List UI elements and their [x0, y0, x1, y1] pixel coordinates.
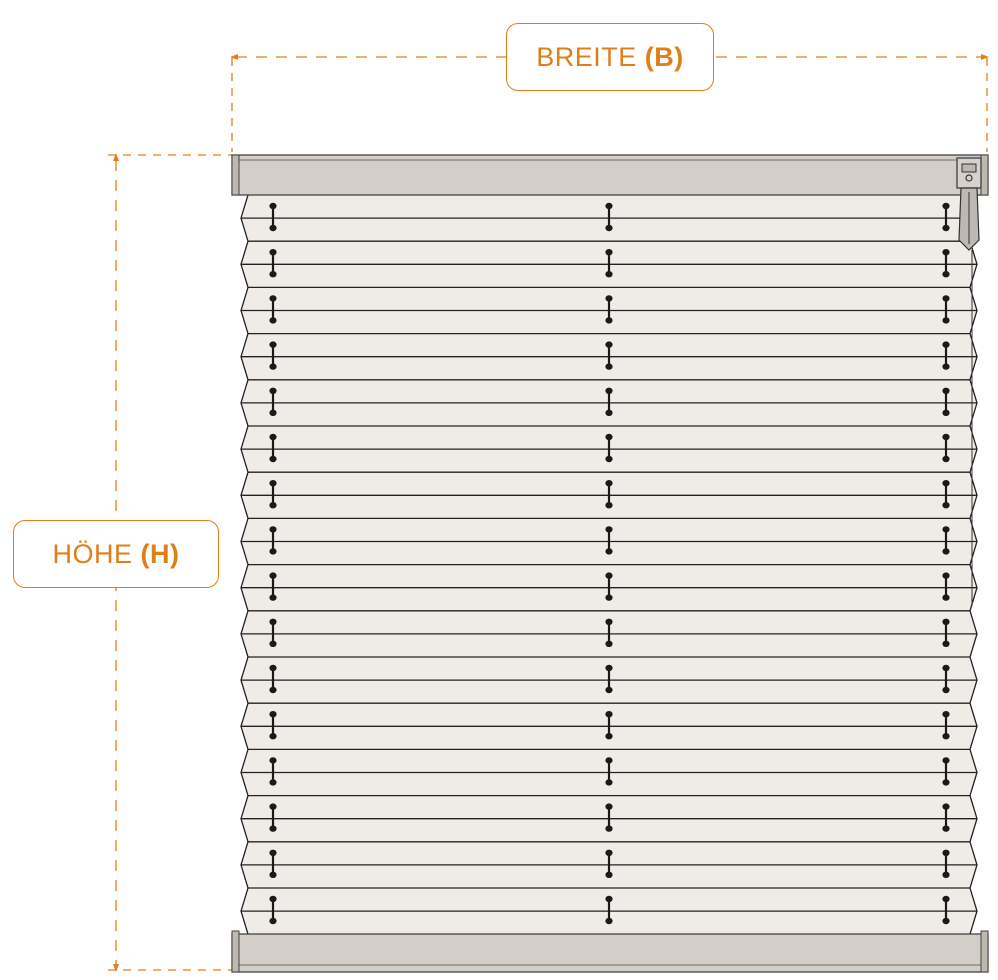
cord-ladder	[605, 387, 613, 416]
bottom-rail	[231, 930, 989, 973]
cord-ladder	[942, 895, 950, 925]
cord-ladder	[269, 526, 277, 555]
cord-ladder	[942, 618, 950, 647]
top-rail	[231, 154, 989, 196]
height-label-text: HÖHE	[52, 538, 133, 569]
cord-ladder	[269, 618, 277, 647]
cord-ladders	[269, 202, 950, 925]
cord-ladder	[942, 433, 950, 463]
cord-ladder	[269, 295, 277, 324]
cord-ladder	[605, 849, 613, 878]
cord-ladder	[942, 202, 950, 232]
cord-ladder	[605, 295, 613, 324]
cord-ladder	[942, 757, 950, 786]
cord-ladder	[605, 526, 613, 555]
cord-ladder	[269, 711, 277, 740]
cord-ladder	[269, 202, 277, 232]
cord-ladder	[605, 757, 613, 786]
fabric-right-edge	[969, 194, 978, 935]
width-arrow-left	[230, 54, 238, 60]
height-label: HÖHE (H)	[13, 520, 219, 588]
cord-ladder	[942, 526, 950, 555]
cord-ladder	[942, 849, 950, 878]
cord-ladder	[605, 803, 613, 832]
cord-ladder	[269, 895, 277, 925]
cord-ladder	[942, 387, 950, 416]
cord-ladder	[942, 803, 950, 832]
cord-ladder	[605, 572, 613, 601]
cord-ladder	[942, 295, 950, 324]
width-dimension	[230, 54, 989, 152]
cord-ladder	[942, 249, 950, 278]
height-arrow-top	[113, 153, 119, 161]
fabric-left-edge	[240, 194, 249, 935]
cord-ladder	[269, 341, 277, 370]
operating-handle	[956, 157, 982, 606]
width-arrow-right	[981, 54, 989, 60]
cord-ladder	[269, 249, 277, 278]
cord-ladder	[605, 618, 613, 647]
cord-ladder	[605, 480, 613, 509]
cord-ladder	[269, 572, 277, 601]
cord-ladder	[269, 387, 277, 416]
width-label: BREITE (B)	[506, 23, 714, 91]
cord-ladder	[269, 849, 277, 878]
cord-ladder	[605, 711, 613, 740]
cord-ladder	[942, 664, 950, 694]
cord-ladder	[269, 803, 277, 832]
cord-ladder	[269, 480, 277, 509]
cord-ladder	[605, 664, 613, 694]
width-label-text: BREITE	[536, 41, 637, 72]
cord-ladder	[942, 711, 950, 740]
cord-ladder	[605, 249, 613, 278]
cord-ladder	[605, 202, 613, 232]
blind	[231, 154, 989, 973]
height-arrow-bottom	[113, 964, 119, 972]
cord-ladder	[605, 341, 613, 370]
cord-ladder	[269, 664, 277, 694]
cord-ladder	[605, 895, 613, 925]
cord-ladder	[269, 757, 277, 786]
cord-ladder	[942, 341, 950, 370]
cord-ladder	[269, 433, 277, 463]
height-label-code: (H)	[140, 538, 180, 569]
cord-ladder	[605, 433, 613, 463]
cord-ladder	[942, 572, 950, 601]
cord-ladder	[942, 480, 950, 509]
width-label-code: (B)	[644, 41, 684, 72]
